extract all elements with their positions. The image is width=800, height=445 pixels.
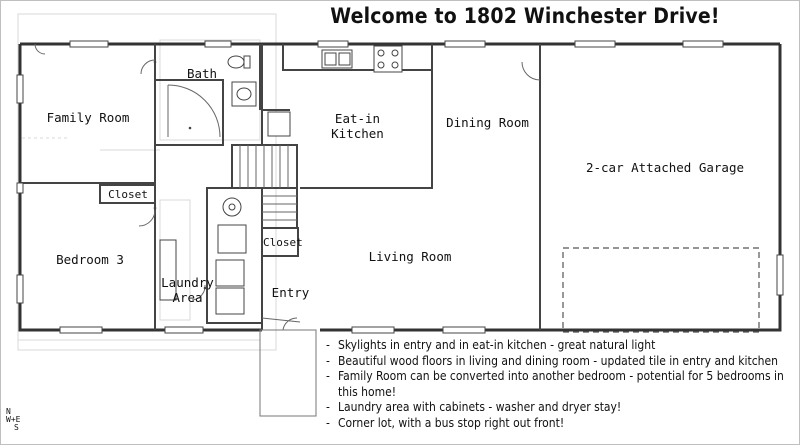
windows — [16, 40, 784, 334]
room-label-entry: Entry — [271, 285, 310, 300]
compass-rose: N W+E S — [6, 408, 20, 432]
fixtures — [159, 45, 403, 315]
room-label-eat-in-kitchen: Eat-in Kitchen — [331, 111, 384, 141]
compass-north: N — [6, 407, 11, 416]
room-label-closet-upper: Closet — [108, 188, 148, 201]
note-item: Corner lot, with a bus stop right out fr… — [326, 416, 796, 432]
room-label-bedroom-3: Bedroom 3 — [56, 252, 124, 267]
note-item: Family Room can be converted into anothe… — [326, 369, 796, 400]
compass-south: S — [14, 423, 19, 432]
front-walk — [259, 329, 317, 417]
stair-treads — [239, 145, 297, 221]
page-title: Welcome to 1802 Winchester Drive! — [330, 4, 720, 28]
note-item: Beautiful wood floors in living and dini… — [326, 354, 796, 370]
door-swings — [34, 43, 541, 331]
room-label-family-room: Family Room — [46, 110, 130, 125]
note-item: Skylights in entry and in eat-in kitchen… — [326, 338, 796, 354]
room-label-garage: 2-car Attached Garage — [585, 160, 745, 175]
door-stops — [153, 60, 207, 290]
room-label-laundry-area: Laundry Area — [161, 275, 214, 305]
note-item: Laundry area with cabinets - washer and … — [326, 400, 796, 416]
interior-walls — [20, 44, 541, 330]
feature-notes: Skylights in entry and in eat-in kitchen… — [326, 338, 796, 432]
garage-door — [562, 247, 760, 333]
room-label-dining-room: Dining Room — [446, 115, 529, 130]
compass-west-east: W+E — [6, 415, 21, 424]
room-label-bath: Bath — [186, 66, 218, 81]
room-label-closet-entry: Closet — [263, 236, 303, 249]
room-label-living-room: Living Room — [368, 249, 452, 264]
